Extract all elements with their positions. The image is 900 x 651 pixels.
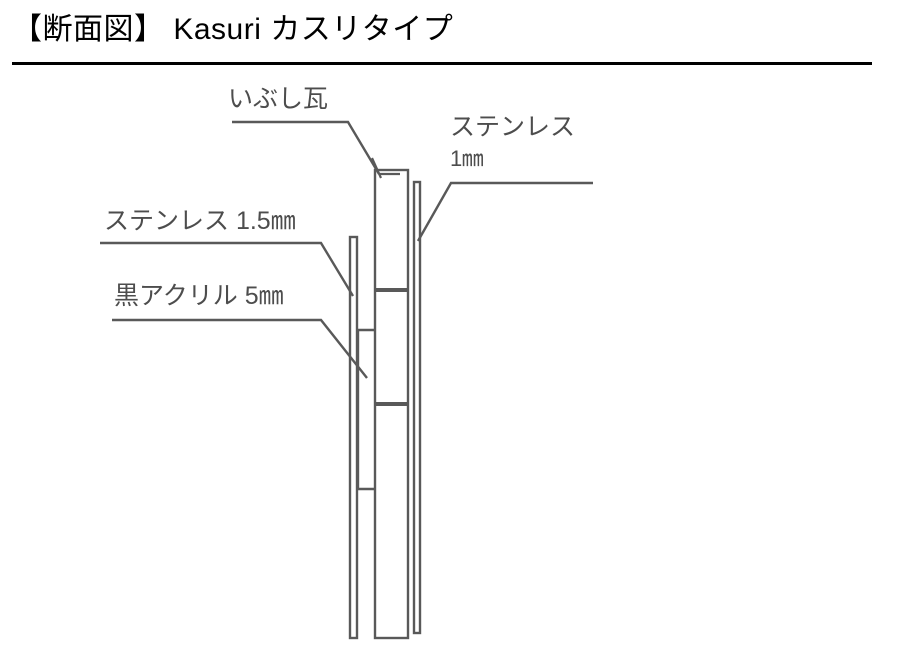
title-divider-rule [12, 62, 872, 65]
leader-line-ibushi [232, 120, 400, 179]
label-stainless-1mm-text: ステンレス [450, 113, 576, 141]
label-ibushi-text: いぶし瓦 [228, 85, 329, 113]
black-acrylic-block [356, 328, 375, 491]
stainless-strip-15mm [348, 235, 359, 640]
label-black-acrylic-5mm: 黒アクリル 5㎜ [114, 281, 284, 312]
label-black-acrylic-5mm-text: 黒アクリル 5㎜ [114, 282, 284, 310]
label-stainless-1mm-unit: 1㎜ [450, 146, 484, 171]
drawing-canvas [0, 66, 900, 651]
stainless-strip-1mm [412, 180, 422, 635]
leader-line-steel-15mm [100, 241, 355, 297]
leader-line-acrylic-5mm [112, 318, 368, 379]
label-ibushi-kawara: いぶし瓦 [228, 84, 328, 115]
leader-line-steel-1mm [416, 181, 593, 242]
page-title: 【断面図】 Kasuri カスリタイプ [12, 13, 454, 46]
title-bar: 【断面図】 Kasuri カスリタイプ [0, 0, 900, 66]
label-stainless-15mm-text: ステンレス 1.5㎜ [104, 207, 296, 235]
roof-tile-block [373, 168, 410, 640]
cross-section-svg [100, 120, 593, 640]
label-stainless-1mm: ステンレス 1㎜ [450, 112, 575, 174]
label-stainless-15mm: ステンレス 1.5㎜ [104, 206, 296, 237]
